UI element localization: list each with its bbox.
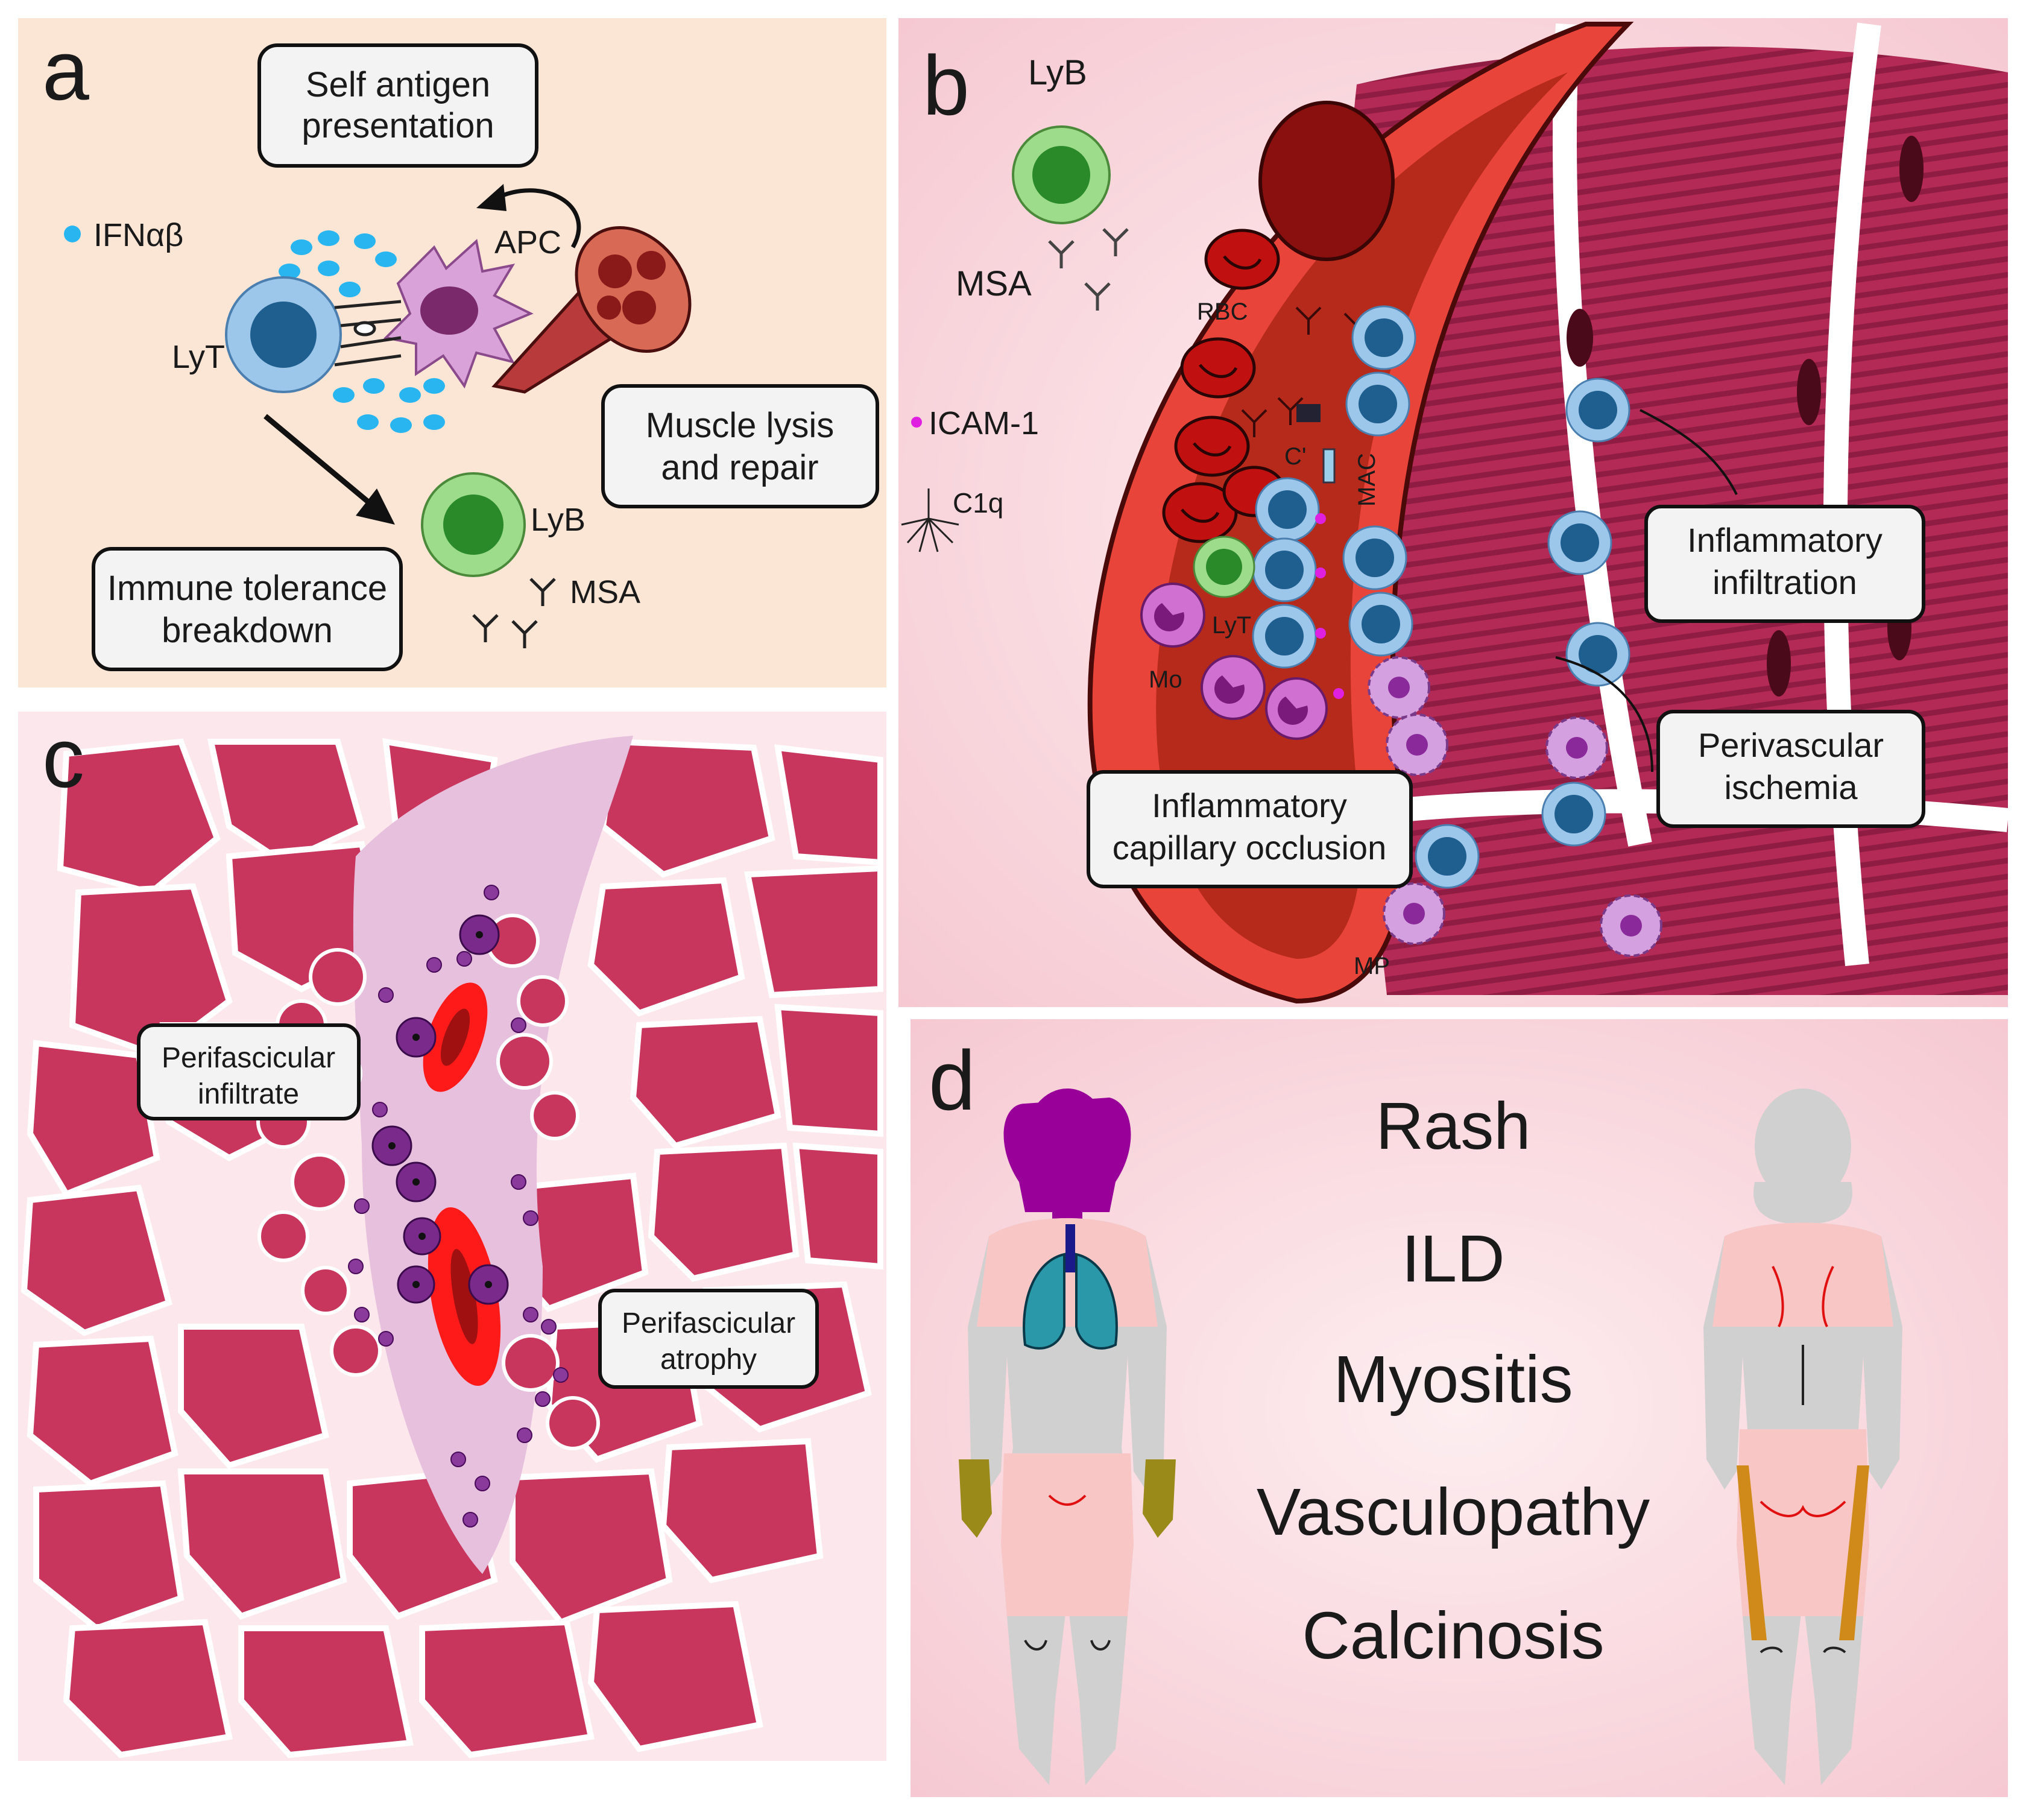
lyt-label: LyT (172, 339, 225, 375)
svg-text:and repair: and repair (661, 448, 818, 487)
panel-b: RBC C' MAC (898, 18, 2009, 1007)
lyt-cell (225, 276, 342, 393)
svg-text:Self antigen: Self antigen (306, 65, 490, 104)
back-figure (1703, 1089, 1902, 1785)
muscle-bundle-icon (491, 226, 692, 394)
lyb-cell (421, 472, 526, 577)
ifn-legend-dot (64, 226, 81, 242)
tolerance-box: Immune tolerance breakdown (92, 547, 403, 671)
mac-pore (1322, 448, 1336, 484)
msa-label-b: MSA (956, 264, 1032, 303)
feature-calcinosis: Calcinosis (1302, 1599, 1604, 1673)
buttock-rash (1737, 1429, 1869, 1616)
svg-text:Muscle lysis: Muscle lysis (646, 406, 835, 445)
presentation-arrowhead (476, 184, 507, 211)
svg-text:capillary occlusion: capillary occlusion (1113, 829, 1386, 867)
head-back (1755, 1089, 1851, 1203)
lyt-cells-b (1252, 305, 1630, 889)
panel-d-letter: d (929, 1033, 976, 1128)
svg-text:ischemia: ischemia (1725, 768, 1858, 806)
infiltration-arrow (1640, 409, 1738, 495)
mo-label: Mo (1149, 666, 1182, 693)
trachea (1065, 1224, 1075, 1272)
feature-vasculopathy: Vasculopathy (1257, 1475, 1650, 1549)
monocytes (1140, 583, 1328, 740)
antibodies-vessel (1241, 306, 1370, 437)
antibodies-a (472, 578, 556, 648)
perimysium-fascia (353, 736, 633, 1574)
rbc-cells (1162, 229, 1286, 543)
feature-list: Rash ILD Myositis Vasculopathy Calcinosi… (1257, 1089, 1650, 1673)
infiltrate-box: Perifascicular infiltrate (137, 1023, 361, 1120)
lyb-label-b: LyB (1028, 53, 1087, 92)
left-thigh-calcinosis (1737, 1465, 1767, 1640)
complement-block (1296, 404, 1321, 422)
presentation-arrow (493, 188, 581, 248)
msa-label-a: MSA (570, 574, 640, 610)
lyt-label-b: LyT (1212, 612, 1251, 639)
tolerance-arrowhead (356, 488, 395, 525)
svg-text:atrophy: atrophy (660, 1344, 757, 1376)
perifascicular-cells (348, 885, 569, 1528)
svg-text:Inflammatory: Inflammatory (1687, 521, 1883, 559)
mac-label: MAC (1354, 453, 1380, 507)
panel-b-letter: b (923, 38, 970, 133)
right-hand-vasculopathy (1143, 1459, 1176, 1538)
infiltration-box: Inflammatory infiltration (1644, 505, 1925, 623)
lyb-cell-vessel (1193, 536, 1255, 598)
head (1025, 1089, 1109, 1191)
mp-label: MP (1354, 953, 1390, 979)
panel-c: c Perifascicular infiltrate Perifascicul… (18, 710, 886, 1761)
muscle-lysis-box: Muscle lysis and repair (601, 384, 879, 508)
svg-text:breakdown: breakdown (162, 611, 333, 650)
macrophages-b (1368, 656, 1662, 957)
c1q-label: C1q (953, 487, 1003, 519)
right-thigh-calcinosis (1839, 1465, 1869, 1640)
svg-text:Perifascicular: Perifascicular (622, 1307, 795, 1339)
panel-a: a Self antigen presentation IFNαβ (18, 18, 886, 687)
panel-d: d Rash ILD Myositis Vasculopathy Calci (911, 1019, 2008, 1797)
lyb-label: LyB (531, 502, 585, 538)
svg-text:infiltrate: infiltrate (198, 1078, 299, 1110)
left-lung (1023, 1253, 1065, 1350)
svg-text:Immune tolerance: Immune tolerance (107, 569, 387, 608)
c1q-icon (901, 488, 959, 552)
right-lung (1075, 1253, 1118, 1350)
rbc-label: RBC (1197, 299, 1248, 325)
apc-label: APC (494, 224, 561, 261)
feature-ild: ILD (1401, 1222, 1504, 1296)
shoulder-rash (1712, 1222, 1893, 1327)
left-hand-vasculopathy (959, 1459, 992, 1538)
rbc-large (1258, 101, 1395, 261)
antibodies-b (1048, 228, 1129, 311)
tolerance-arrow (264, 414, 376, 509)
ischemia-arrow (1555, 656, 1653, 773)
atrophy-box: Perifascicular atrophy (598, 1289, 819, 1389)
occlusion-box: Inflammatory capillary occlusion (1087, 770, 1413, 888)
icam-label: ICAM-1 (929, 405, 1039, 441)
panel-c-letter: c (42, 710, 84, 805)
lyb-cell-b (1012, 125, 1111, 224)
capillary-lumen (1156, 72, 1568, 959)
self-antigen-box: Self antigen presentation (257, 43, 538, 168)
svg-text:infiltration: infiltration (1712, 563, 1857, 601)
ischemia-box: Perivascular ischemia (1656, 710, 1925, 828)
c-prime-label: C' (1284, 443, 1307, 470)
icam-dots (1315, 513, 1344, 699)
feature-rash: Rash (1376, 1089, 1531, 1163)
svg-text:Perivascular: Perivascular (1698, 726, 1884, 764)
ifn-legend-label: IFNαβ (93, 217, 183, 253)
icam-legend-dot (911, 417, 922, 428)
apc-cell (383, 239, 534, 389)
ifn-particles (279, 230, 445, 433)
hip-rash (1001, 1453, 1134, 1616)
feature-myositis: Myositis (1333, 1342, 1573, 1417)
immune-synapse (334, 300, 402, 367)
front-figure (959, 1089, 1176, 1785)
svg-text:Perifascicular: Perifascicular (162, 1042, 335, 1074)
svg-text:presentation: presentation (301, 106, 494, 145)
panel-a-letter: a (42, 23, 89, 118)
svg-text:Inflammatory: Inflammatory (1152, 786, 1347, 824)
